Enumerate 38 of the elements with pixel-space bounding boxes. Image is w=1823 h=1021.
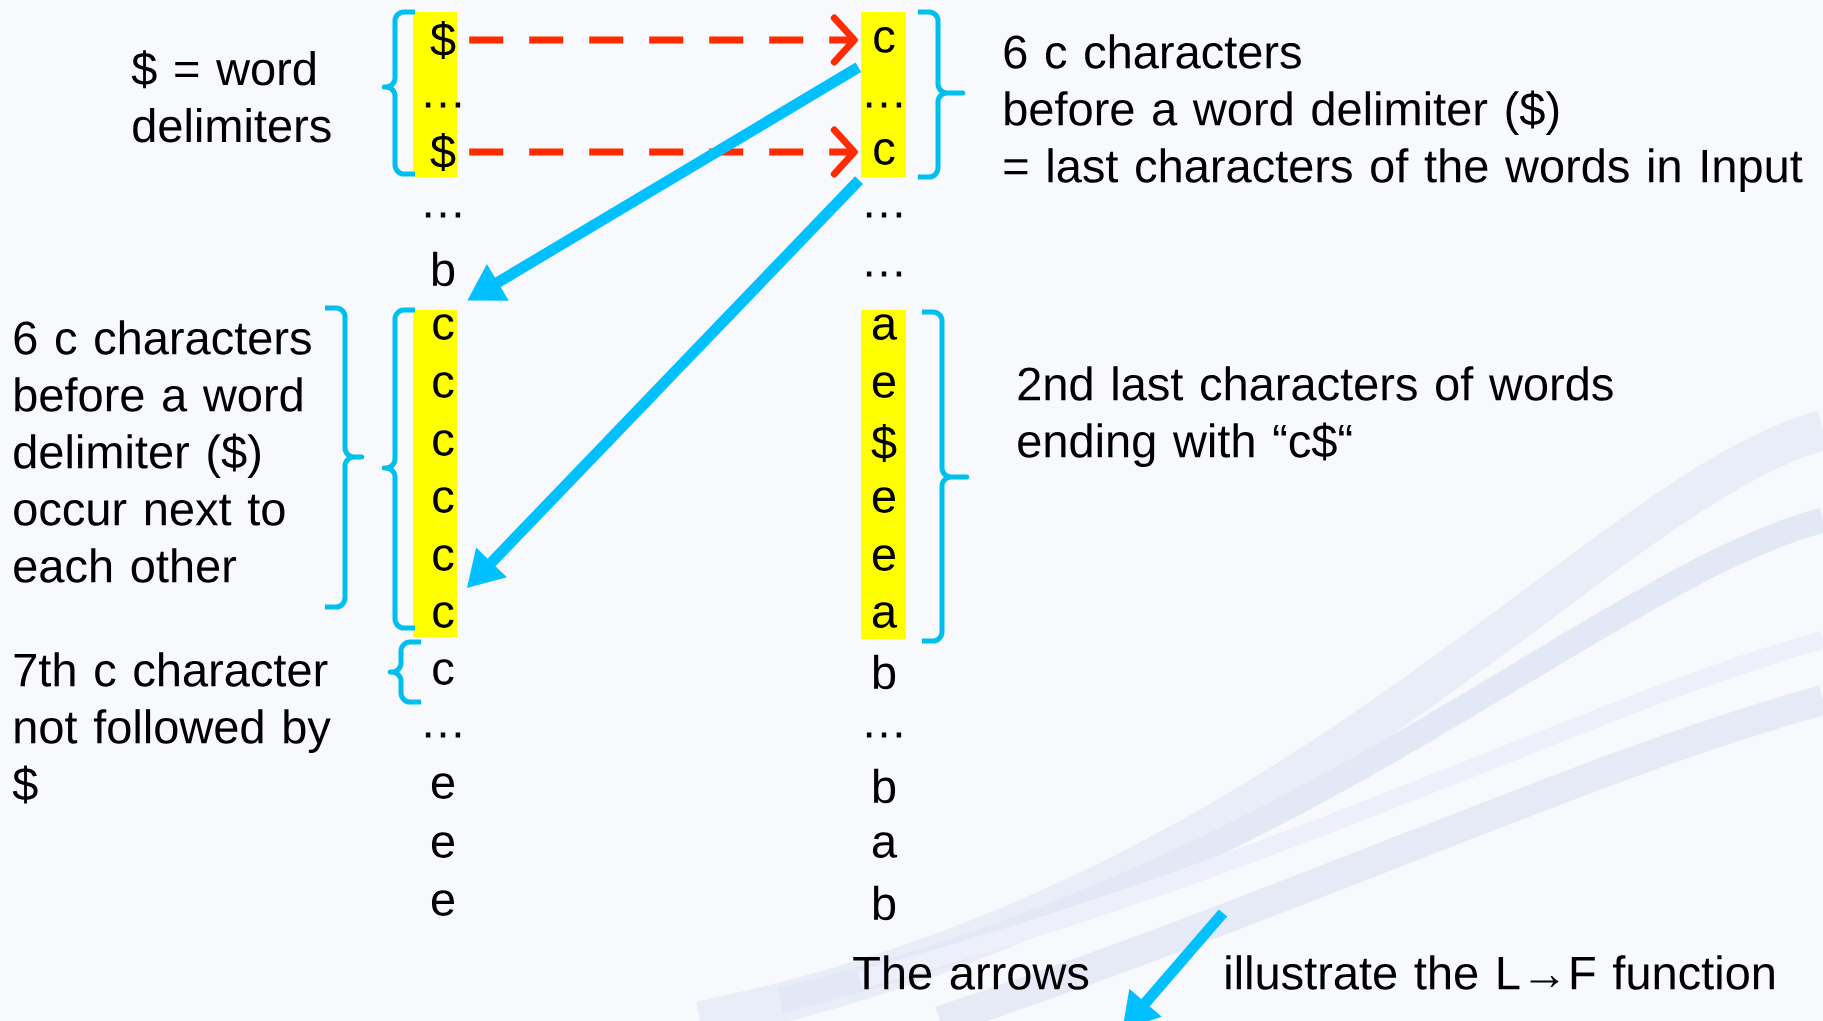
character: … [866, 271, 902, 277]
character: … [425, 212, 461, 218]
note-text: illustrate the L→F function [1226, 955, 1774, 990]
character: … [866, 212, 902, 218]
character: c [433, 314, 454, 340]
character: c [433, 659, 454, 685]
character: b [873, 768, 896, 804]
character: b [873, 654, 896, 690]
note-text: $ = word delimiters [131, 50, 331, 143]
character: … [866, 102, 902, 108]
character: c [433, 430, 454, 456]
character: $ [871, 424, 897, 463]
character: c [433, 602, 454, 628]
character: c [874, 27, 895, 53]
character: e [872, 372, 895, 398]
note-text: 7th c character not followed by $ [12, 652, 331, 804]
character: c [433, 545, 454, 571]
character: e [872, 545, 895, 571]
note-text: 2nd last characters of words ending with “c$“ [1018, 366, 1613, 467]
character: e [431, 832, 454, 858]
character: b [873, 885, 896, 921]
note-text: The arrows [853, 955, 1089, 990]
character: $ [430, 21, 456, 60]
character: … [425, 732, 461, 738]
character: b [432, 251, 455, 287]
character: $ [430, 133, 456, 172]
character: e [872, 487, 895, 513]
note-text: 6 c characters before a word delimiter ($) occur next to each other [14, 320, 311, 583]
character: c [433, 487, 454, 513]
character: e [431, 773, 454, 799]
character: e [431, 890, 454, 916]
character: a [872, 832, 898, 858]
character: … [866, 732, 902, 738]
character: c [874, 139, 895, 165]
character: a [872, 314, 898, 340]
character: c [433, 372, 454, 398]
note-text: 6 c characters before a word delimiter ($) = last characters of the words in Input [1004, 34, 1803, 192]
character: a [872, 602, 898, 628]
